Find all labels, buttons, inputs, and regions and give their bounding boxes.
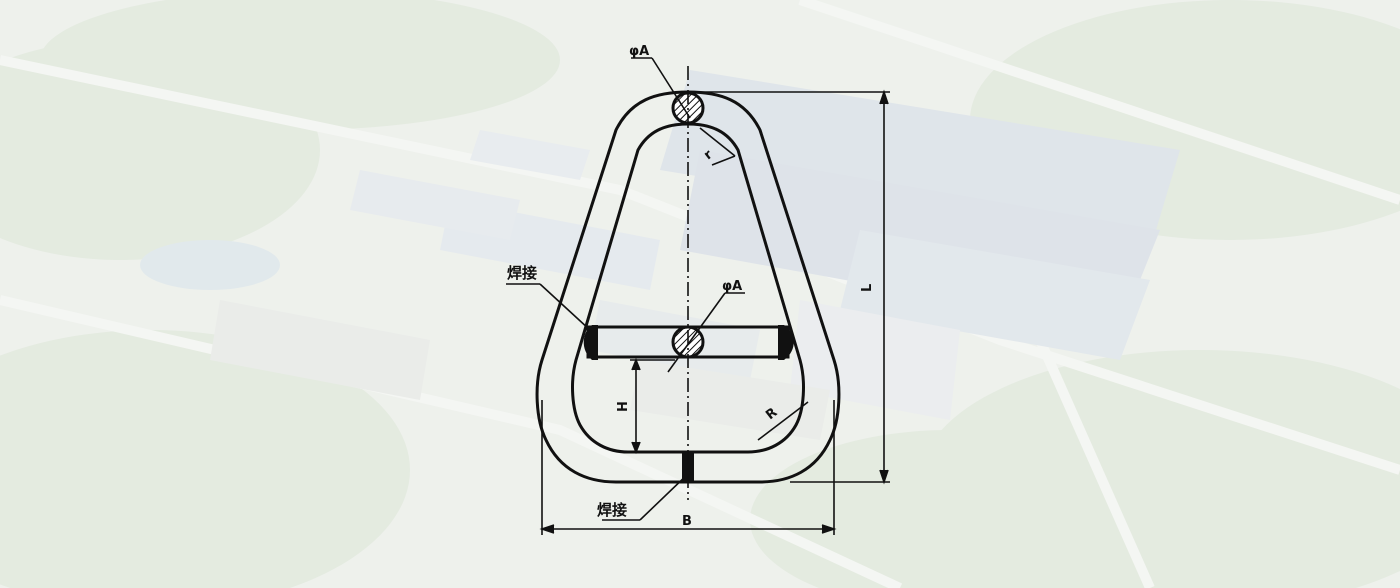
pond (140, 240, 280, 290)
label-length: L (860, 284, 875, 292)
weld-bead-bottom (682, 452, 694, 482)
weld-bead-left (583, 325, 598, 360)
parking-lots (210, 300, 830, 440)
label-weld-left: 焊接 (507, 264, 537, 282)
label-radius-large: R (763, 405, 780, 423)
weld-bead-right (778, 325, 794, 360)
label-radius-small: r (701, 147, 716, 163)
factory-buildings (350, 70, 1180, 420)
leader-lines (506, 57, 809, 521)
dimension-length (700, 89, 890, 485)
label-width: B (682, 514, 692, 529)
dimension-width (539, 400, 837, 535)
label-height: H (616, 401, 631, 412)
label-diameter-top: φA (629, 44, 649, 59)
label-diameter-mid: φA (722, 279, 742, 294)
dimension-height (630, 357, 675, 455)
label-weld-bottom: 焊接 (597, 501, 627, 519)
